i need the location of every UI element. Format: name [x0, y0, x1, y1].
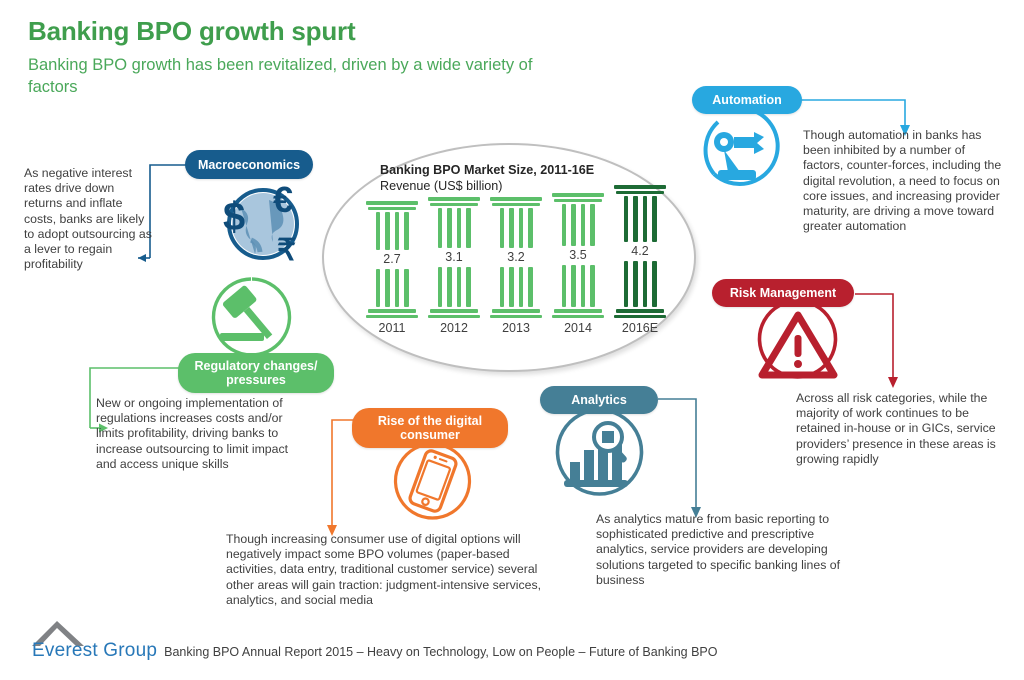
pillar-cap-outer: [428, 197, 480, 201]
regulatory-connector: [89, 367, 182, 433]
factor-pill-label: Automation: [712, 93, 782, 107]
bar-category-label: 2011: [378, 321, 406, 335]
footer-report-note: Banking BPO Annual Report 2015 – Heavy o…: [164, 645, 718, 659]
pillar-columns-top: [437, 208, 471, 248]
pillar-cap-inner: [368, 206, 416, 210]
pillar-cap-outer: [490, 197, 542, 201]
factor-text-digital-consumer: Though increasing consumer use of digita…: [226, 532, 542, 607]
pillar-cap-inner: [554, 198, 602, 202]
svg-text:$: $: [223, 195, 245, 239]
pillar-columns-top: [375, 212, 409, 250]
bar-value-label: 4.2: [631, 244, 649, 258]
factor-pill-label: Regulatory changes/ pressures: [194, 359, 318, 387]
mountain-peak-icon: [32, 621, 84, 646]
factor-text-risk-management: Across all risk categories, while the ma…: [796, 391, 996, 466]
gavel-icon: [211, 277, 292, 357]
pillar-columns-bottom: [437, 267, 471, 307]
bar-value-label: 3.1: [445, 250, 463, 264]
pillar-base-inner: [430, 309, 478, 313]
pillar-base-outer: [428, 314, 480, 318]
pillar-base-outer: [552, 314, 604, 318]
bar-column: 3.2 2013: [489, 197, 543, 335]
pillar-cap-outer: [614, 185, 666, 189]
chart-subtitle: Revenue (US$ billion): [380, 179, 503, 193]
factor-pill-analytics[interactable]: Analytics: [540, 386, 658, 414]
pillar-columns-top: [623, 196, 657, 242]
factor-pill-label: Macroeconomics: [197, 157, 301, 172]
analytics-connector: [658, 398, 701, 518]
factor-pill-regulatory[interactable]: Regulatory changes/ pressures: [178, 353, 334, 393]
factor-pill-label: Analytics: [571, 393, 627, 407]
svg-text:₹: ₹: [277, 234, 296, 267]
pillar-cap-inner: [616, 190, 664, 194]
pillar-columns-bottom: [499, 267, 533, 307]
automation-connector: [795, 99, 910, 136]
bar-column: 3.1 2012: [427, 197, 481, 335]
factor-text-analytics: As analytics mature from basic reporting…: [596, 512, 841, 587]
globe-currency-icon: $ € ₹: [223, 179, 299, 267]
bar-column: 4.2 2016E: [613, 185, 667, 335]
bar-category-label: 2013: [502, 321, 530, 335]
factor-pill-macroeconomics[interactable]: Macroeconomics: [185, 150, 313, 179]
bar-category-label: 2012: [440, 321, 468, 335]
risk-management-connector: [855, 293, 898, 388]
pillar-base-inner: [492, 309, 540, 313]
footer: Everest Group Banking BPO Annual Report …: [32, 640, 717, 662]
factor-text-regulatory: New or ongoing implementation of regulat…: [96, 396, 289, 471]
pillar-cap-inner: [492, 202, 540, 206]
bar-value-label: 3.2: [507, 250, 525, 264]
pillar-base-outer: [366, 314, 418, 318]
page-title: Banking BPO growth spurt: [28, 16, 356, 46]
bar-chart-magnifier-icon: [555, 408, 644, 496]
bar-category-label: 2016E: [621, 321, 659, 335]
robot-arm-icon: [703, 106, 780, 186]
pillar-cap-inner: [430, 202, 478, 206]
factor-text-macroeconomics: As negative interest rates drive down re…: [24, 166, 152, 272]
chart-ellipse-frame: [322, 143, 696, 372]
everest-group-logo: Everest Group: [32, 640, 158, 661]
bar-category-label: 2014: [564, 321, 592, 335]
warning-triangle-icon: [757, 299, 838, 379]
chart-title: Banking BPO Market Size, 2011-16E: [380, 163, 595, 177]
factor-pill-label: Rise of the digital consumer: [377, 414, 483, 442]
macroeconomics-connector: [138, 164, 198, 262]
pillar-columns-bottom: [375, 269, 409, 307]
page-subtitle: Banking BPO growth has been revitalized,…: [28, 56, 533, 96]
pillar-base-inner: [368, 309, 416, 313]
pillar-columns-bottom: [561, 265, 595, 307]
pillar-base-inner: [554, 309, 602, 313]
factor-pill-label: Risk Management: [729, 286, 837, 300]
svg-text:€: €: [273, 179, 293, 220]
market-size-bar-chart: 2.7 2011 3.1 2012 3.2 2013 3.5 2014 4.2 2016E: [365, 185, 666, 335]
pillar-base-outer: [614, 314, 666, 318]
factor-text-automation: Though automation in banks has been inhi…: [803, 128, 1002, 234]
pillar-columns-top: [561, 204, 595, 246]
pillar-columns-bottom: [623, 261, 657, 307]
bar-value-label: 2.7: [383, 252, 401, 266]
pillar-cap-outer: [366, 201, 418, 205]
pillar-base-outer: [490, 314, 542, 318]
factor-pill-digital-consumer[interactable]: Rise of the digital consumer: [352, 408, 508, 448]
pillar-cap-outer: [552, 193, 604, 197]
bar-value-label: 3.5: [569, 248, 587, 262]
pillar-columns-top: [499, 208, 533, 248]
pillar-base-inner: [616, 309, 664, 313]
bar-column: 3.5 2014: [551, 193, 605, 335]
bar-column: 2.7 2011: [365, 201, 419, 335]
smartphone-icon: [393, 442, 472, 520]
